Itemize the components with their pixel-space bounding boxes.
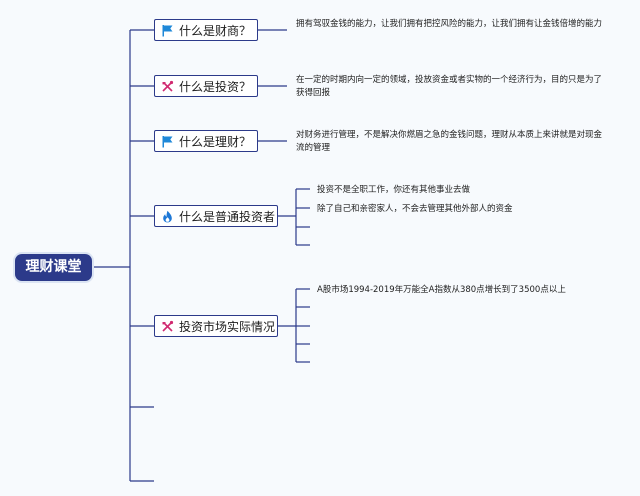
root-node[interactable]: 理财课堂	[15, 254, 92, 281]
description-financial-quotient: 拥有驾驭金钱的能力，让我们拥有把控风险的能力，让我们拥有让金钱倍增的能力	[296, 19, 603, 29]
blue-flag-icon	[162, 135, 173, 147]
topic-wealth-management[interactable]: 什么是理财？	[154, 130, 258, 152]
description-investment: 在一定的时期内向一定的领域，投放资金或者实物的一个经济行为，目的只是为了获得回报	[296, 75, 603, 98]
description-wealth-management: 对财务进行管理，不是解决你燃眉之急的金钱问题，理财从本质上来讲就是对现金流的管理	[296, 130, 603, 153]
topic-label: 什么是投资？	[179, 79, 252, 94]
topic-financial-quotient[interactable]: 什么是财商？	[154, 19, 258, 41]
topic-market-reality[interactable]: 投资市场实际情况	[154, 315, 278, 337]
blue-flag-icon	[162, 24, 173, 36]
tools-icon	[162, 320, 174, 332]
investor-item: 除了自己和亲密家人，不会去管理其他外部人的资金	[317, 204, 513, 214]
topic-label: 投资市场实际情况	[179, 319, 276, 334]
root-title: 理财课堂	[25, 259, 82, 275]
investor-item: 投资不是全职工作，你还有其他事业去做	[317, 185, 471, 195]
topic-label: 什么是普通投资者	[179, 209, 276, 224]
topic-what-is-investment[interactable]: 什么是投资？	[154, 75, 258, 97]
tools-icon	[162, 80, 174, 92]
topic-label: 什么是理财？	[179, 134, 252, 149]
market-item: A股市场1994-2019年万能全A指数从380点增长到了3500点以上	[317, 285, 566, 295]
topic-label: 什么是财商？	[179, 23, 252, 38]
fire-icon	[163, 210, 172, 222]
topic-ordinary-investor[interactable]: 什么是普通投资者	[154, 205, 278, 227]
